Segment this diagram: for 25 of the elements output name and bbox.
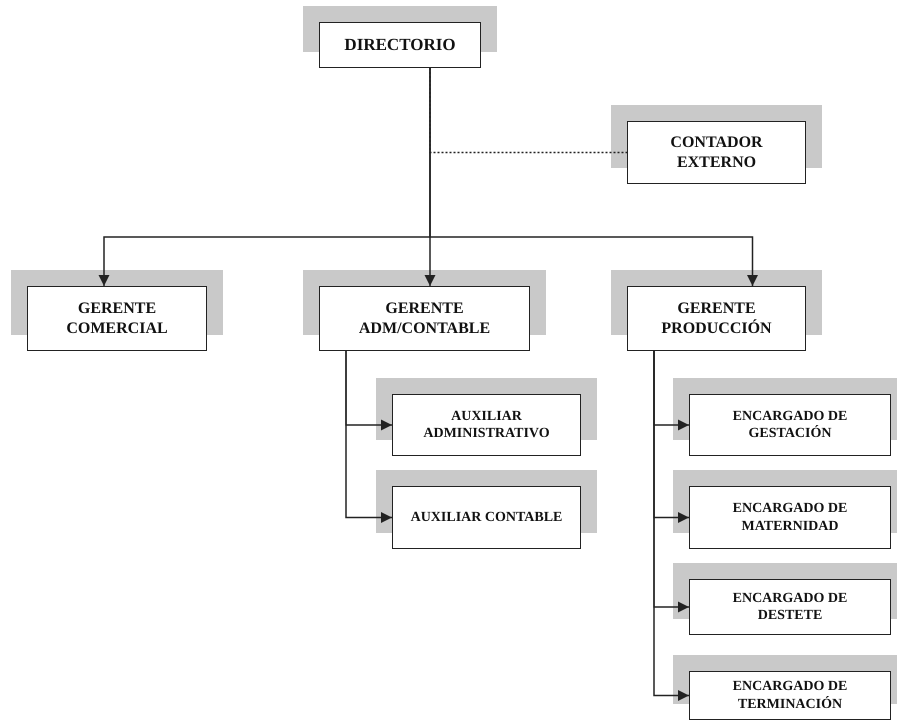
- role-label: ENCARGADO DE DESTETE: [732, 590, 848, 624]
- org-box: [689, 579, 891, 635]
- role-label: AUXILIAR CONTABLE: [410, 508, 562, 526]
- role-label: GERENTE PRODUCCIÓN: [660, 298, 773, 338]
- arrow: [429, 68, 758, 286]
- org-box: [392, 394, 581, 456]
- org-box: [627, 286, 806, 351]
- role-label: AUXILIAR ADMINISTRATIVO: [422, 408, 551, 442]
- role-label: DIRECTORIO: [344, 34, 456, 56]
- role-label: ENCARGADO DE TERMINACIÓN: [732, 678, 848, 713]
- org-box: [689, 486, 891, 549]
- role-label: GERENTE COMERCIAL: [65, 298, 169, 338]
- role-label: ENCARGADO DE MATERNIDAD: [732, 500, 848, 535]
- arrow: [345, 351, 392, 523]
- role-label: CONTADOR EXTERNO: [669, 132, 764, 172]
- org-box: [319, 286, 530, 351]
- role-label: ENCARGADO DE GESTACIÓN: [732, 408, 848, 442]
- org-box: [319, 22, 481, 68]
- org-box: [392, 486, 581, 549]
- org-box: [689, 394, 891, 456]
- org-box: [689, 671, 891, 720]
- arrow: [653, 351, 689, 701]
- org-box: [627, 121, 806, 184]
- role-label: GERENTE ADM/CONTABLE: [358, 298, 492, 338]
- org-box: [27, 286, 207, 351]
